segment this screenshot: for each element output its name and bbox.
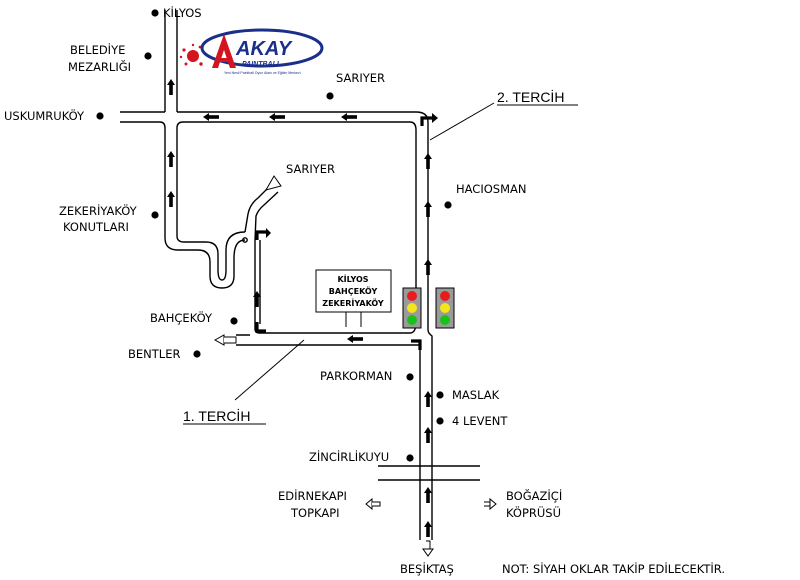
- akay-paintball-logo: AKAY PAINTBALL Yeni Nesil Paintball Oyun…: [179, 28, 324, 75]
- road-uskumrukoy-sariyer: [120, 111, 433, 540]
- logo-tagline: Yeni Nesil Paintball Oyun Alanı ve Eğiti…: [224, 71, 301, 75]
- label-levent: 4 LEVENT: [452, 414, 508, 428]
- place-labels: KİLYOS BELEDİYE MEZARLIĞI SARIYER USKUMR…: [4, 5, 562, 576]
- label-bahcekoy: BAHÇEKÖY: [150, 309, 213, 325]
- arrow-to-sariyer-icon: [264, 175, 282, 191]
- logo-sub: PAINTBALL: [242, 61, 281, 68]
- arrow-to-bentler-icon: [213, 334, 225, 346]
- turn-arrow-icon: [255, 322, 266, 333]
- label-tercih-2: 2. TERCİH: [497, 88, 564, 105]
- traffic-light-right: [435, 287, 455, 329]
- turn-arrow-icon: [255, 230, 266, 240]
- label-mezarligi: MEZARLIĞI: [68, 59, 131, 74]
- label-tercih-1: 1. TERCİH: [183, 407, 250, 424]
- traffic-light-left: [402, 287, 422, 329]
- label-sariyer-arrow: SARIYER: [286, 162, 335, 176]
- splat-icon: [179, 43, 203, 66]
- route-arrows: [167, 79, 438, 537]
- label-kilyos: KİLYOS: [163, 5, 202, 20]
- location-dots: [96, 9, 452, 462]
- label-zincirlikuyu: ZİNCİRLİKUYU: [309, 449, 389, 464]
- arrow-to-edirnekapi-icon: [365, 497, 373, 511]
- label-uskumrukoy: USKUMRUKÖY: [4, 107, 85, 123]
- road-kilyos: [164, 10, 178, 112]
- label-parkorman: PARKORMAN: [320, 369, 392, 383]
- label-topkapi: TOPKAPI: [290, 506, 340, 520]
- label-haciosman: HACIOSMAN: [456, 182, 526, 196]
- roads: [120, 10, 480, 540]
- route-callouts: 2. TERCİH 1. TERCİH: [183, 88, 578, 425]
- road-sariyer-side: [244, 183, 279, 241]
- logo-brand: AKAY: [235, 38, 293, 60]
- label-besiktas: BEŞİKTAŞ: [400, 561, 454, 576]
- sign-line-1: KİLYOS: [337, 274, 368, 284]
- label-belediye: BELEDİYE: [70, 42, 125, 57]
- arrow-to-bogazici-icon: [489, 497, 497, 511]
- sign-line-3: ZEKERİYAKÖY: [322, 298, 384, 308]
- label-sariyer-top: SARIYER: [336, 71, 385, 85]
- label-konutlari: KONUTLARI: [63, 220, 129, 234]
- road-highway: [378, 465, 480, 481]
- outline-arrows: [213, 175, 497, 557]
- label-maslak: MASLAK: [452, 388, 500, 402]
- road-zekeriyakoy: [164, 128, 246, 289]
- label-bentler: BENTLER: [128, 347, 180, 361]
- direction-sign: KİLYOS BAHÇEKÖY ZEKERİYAKÖY: [315, 269, 392, 327]
- footnote: NOT: SİYAH OKLAR TAKİP EDİLECEKTİR.: [502, 561, 725, 576]
- arrow-to-besiktas-icon: [422, 548, 434, 557]
- turn-arrow-icon: [420, 116, 432, 126]
- turn-arrow-icon: [411, 339, 422, 350]
- label-zekeriyakoy: ZEKERİYAKÖY: [59, 202, 138, 218]
- sign-line-2: BAHÇEKÖY: [329, 286, 378, 296]
- label-koprusu: KÖPRÜSÜ: [506, 504, 561, 520]
- label-bogazici: BOĞAZİÇİ: [506, 488, 562, 503]
- label-edirnekapi: EDİRNEKAPI: [278, 488, 347, 503]
